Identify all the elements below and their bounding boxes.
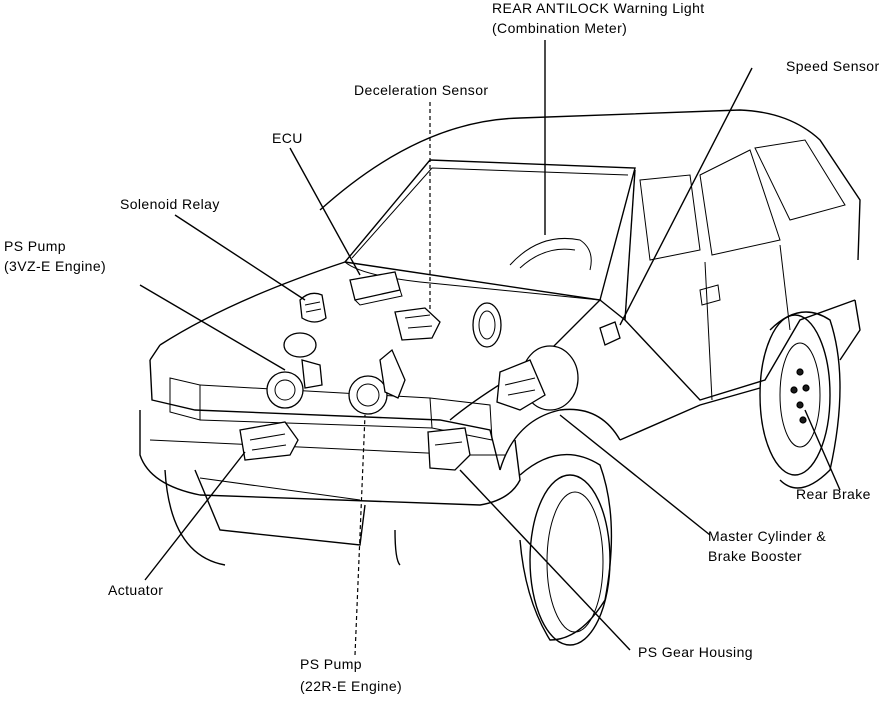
booster-ring (472, 302, 502, 348)
speed-sensor-unit (599, 321, 621, 346)
ps-pump-3vz-unit (266, 332, 323, 409)
label-solenoid-relay: Solenoid Relay (120, 196, 220, 212)
ecu-unit (349, 271, 403, 306)
combination-meter-unit (509, 237, 592, 271)
label-ps-gear-housing: PS Gear Housing (638, 644, 753, 660)
label-ps-pump-3vz-engine: (3VZ-E Engine) (4, 258, 107, 274)
label-actuator: Actuator (108, 582, 164, 598)
deceleration-sensor-unit (394, 307, 441, 341)
solenoid-relay-unit (299, 292, 327, 323)
actuator-unit (239, 421, 299, 461)
label-ecu: ECU (272, 130, 303, 146)
label-speed-sensor: Speed Sensor (786, 58, 880, 74)
leader-lines (139, 40, 841, 656)
label-warning-light: REAR ANTILOCK Warning Light (492, 0, 705, 16)
ps-pump-22r-unit (348, 348, 406, 415)
label-rear-brake: Rear Brake (796, 486, 871, 502)
label-ps-pump-22r-engine: (22R-E Engine) (300, 678, 403, 694)
label-combination-meter: (Combination Meter) (492, 20, 628, 36)
label-ps-pump-22r: PS Pump (300, 656, 362, 672)
master-cylinder-unit (496, 345, 579, 411)
label-brake-booster: Brake Booster (708, 548, 802, 564)
label-master-cylinder: Master Cylinder & (708, 528, 827, 544)
label-ps-pump-3vz: PS Pump (4, 238, 66, 254)
label-deceleration-sensor: Deceleration Sensor (354, 82, 489, 98)
rear-brake-drum (790, 368, 810, 424)
ps-gear-housing-unit (427, 427, 471, 471)
